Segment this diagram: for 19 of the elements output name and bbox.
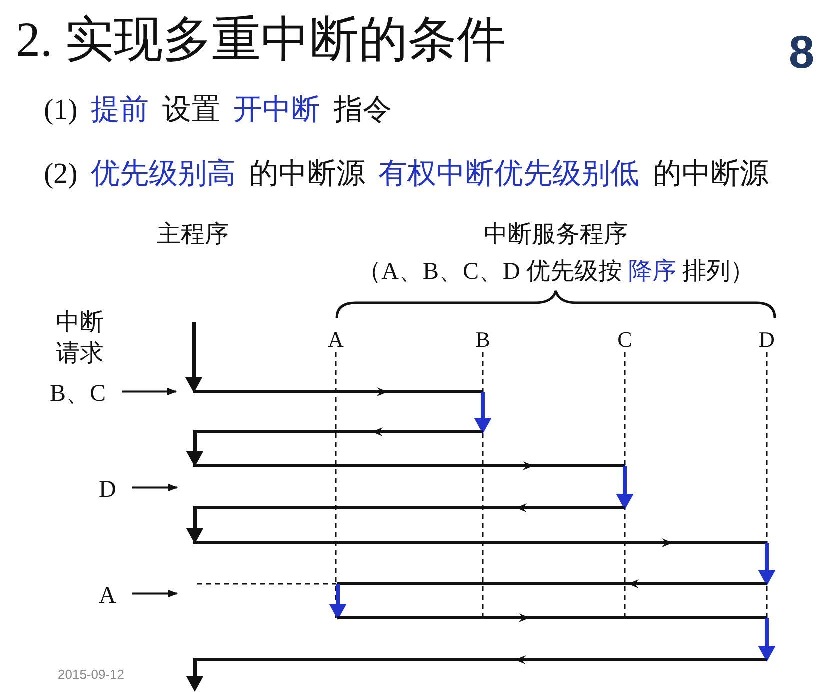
interrupt-source-label: A bbox=[99, 583, 116, 611]
page-number: 8 bbox=[789, 26, 815, 79]
arrow bbox=[132, 590, 178, 598]
column-label: D bbox=[759, 327, 775, 352]
arrow bbox=[122, 388, 177, 396]
condition-text: (1) 提前 设置 开中断 指令 bbox=[44, 94, 392, 128]
row-heading: 中断请求 bbox=[56, 309, 105, 370]
interrupt-source-label: B、C bbox=[50, 381, 106, 409]
slide-title: 2. 实现多重中断的条件 bbox=[16, 12, 506, 68]
column-label: C bbox=[618, 327, 632, 352]
column-heading: 主程序 bbox=[157, 222, 229, 250]
column-label: A bbox=[328, 327, 344, 352]
interrupt-source-label: D bbox=[99, 477, 116, 505]
brace-caption: （A、B、C、D 优先级按 降序 排列） bbox=[358, 259, 754, 287]
column-label: B bbox=[476, 327, 490, 352]
column-heading: 中断服务程序 bbox=[484, 222, 628, 250]
date-label: 2015-09-12 bbox=[58, 668, 124, 683]
arrow bbox=[132, 484, 178, 492]
condition-text: (2) 优先级别高 的中断源 有权中断优先级别低 的中断源 bbox=[44, 158, 769, 192]
